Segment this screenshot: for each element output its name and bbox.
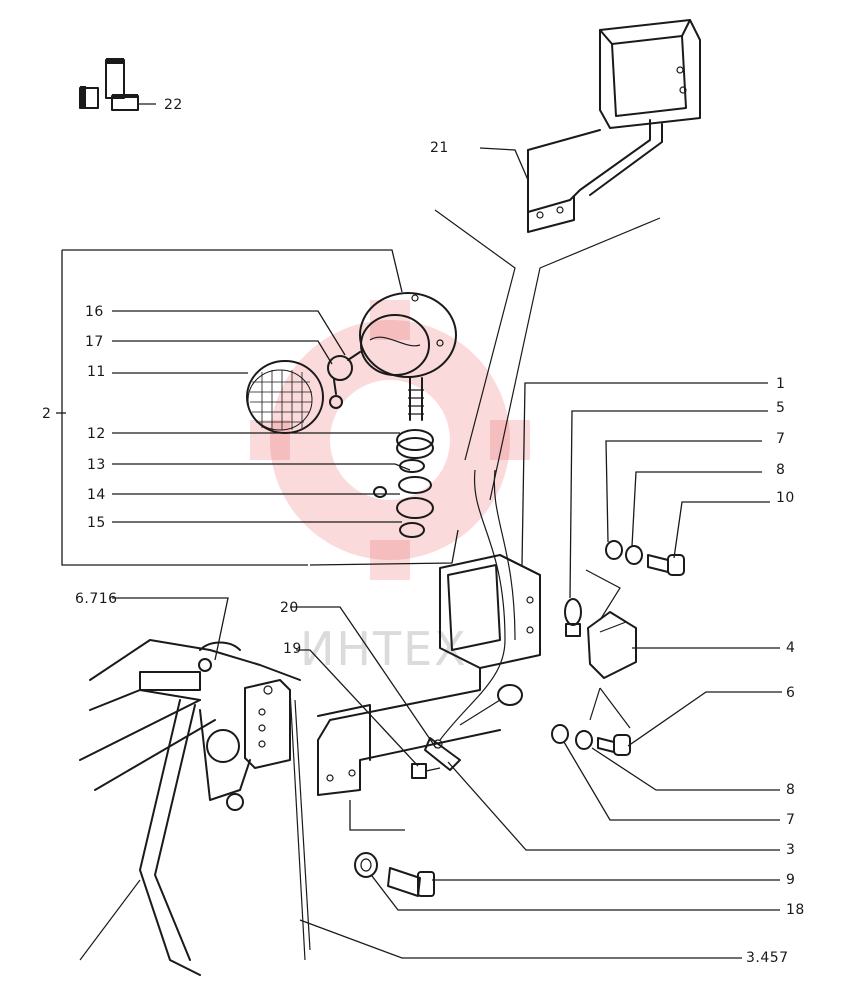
- assembly-arrow-lower: [589, 687, 631, 729]
- callout-5: 5: [776, 400, 785, 416]
- callout-6716: 6.716: [75, 591, 118, 607]
- callout-22: 22: [164, 97, 183, 113]
- lower-fasteners: [551, 724, 631, 756]
- mounting-bolt: [387, 867, 435, 897]
- callout-8-lower: 8: [786, 782, 795, 798]
- callout-10: 10: [776, 490, 795, 506]
- callout-13: 13: [87, 457, 106, 473]
- callout-18: 18: [786, 902, 805, 918]
- reference-line-a: [434, 209, 516, 461]
- callout-11: 11: [87, 364, 106, 380]
- callout-3: 3: [786, 842, 795, 858]
- callout-7-lower: 7: [786, 812, 795, 828]
- callout-16: 16: [85, 304, 104, 320]
- assembly-arrow-upper: [585, 569, 621, 621]
- lamp-cable-2: [493, 469, 516, 641]
- bulb-kit-icon: [79, 58, 156, 111]
- callout-4: 4: [786, 640, 795, 656]
- upper-fasteners: [605, 540, 685, 576]
- work-lamp-housing: [359, 292, 457, 421]
- callout-6: 6: [786, 685, 795, 701]
- callout-7-upper: 7: [776, 431, 785, 447]
- callout-8-upper: 8: [776, 462, 785, 478]
- small-bolt-19: [411, 763, 441, 779]
- callout-2: 2: [42, 406, 51, 422]
- upper-guard-bracket: [527, 19, 701, 233]
- callout-1: 1: [776, 376, 785, 392]
- marker-lamp: [587, 611, 637, 679]
- washer-stack: [373, 429, 434, 538]
- lamp-support-bracket: [317, 554, 541, 796]
- callout-3457: 3.457: [746, 950, 789, 966]
- reference-line-b: [489, 217, 661, 501]
- callout-14: 14: [87, 487, 106, 503]
- marker-bulb: [564, 598, 582, 637]
- lamp-bulbs: [327, 351, 361, 409]
- callout-19: 19: [283, 641, 302, 657]
- lamp-cable: [439, 469, 506, 741]
- callout-21: 21: [430, 140, 449, 156]
- callout-9: 9: [786, 872, 795, 888]
- watermark-gear-logo: [250, 300, 530, 580]
- callout-17: 17: [85, 334, 104, 350]
- flat-washer: [354, 852, 378, 878]
- tractor-frame: [79, 639, 311, 976]
- cable-eyelet: [424, 684, 523, 771]
- callout-20: 20: [280, 600, 299, 616]
- callout-15: 15: [87, 515, 106, 531]
- leader-lines: [56, 147, 782, 959]
- watermark-text: ИНТЕХ: [300, 622, 468, 676]
- callout-12: 12: [87, 426, 106, 442]
